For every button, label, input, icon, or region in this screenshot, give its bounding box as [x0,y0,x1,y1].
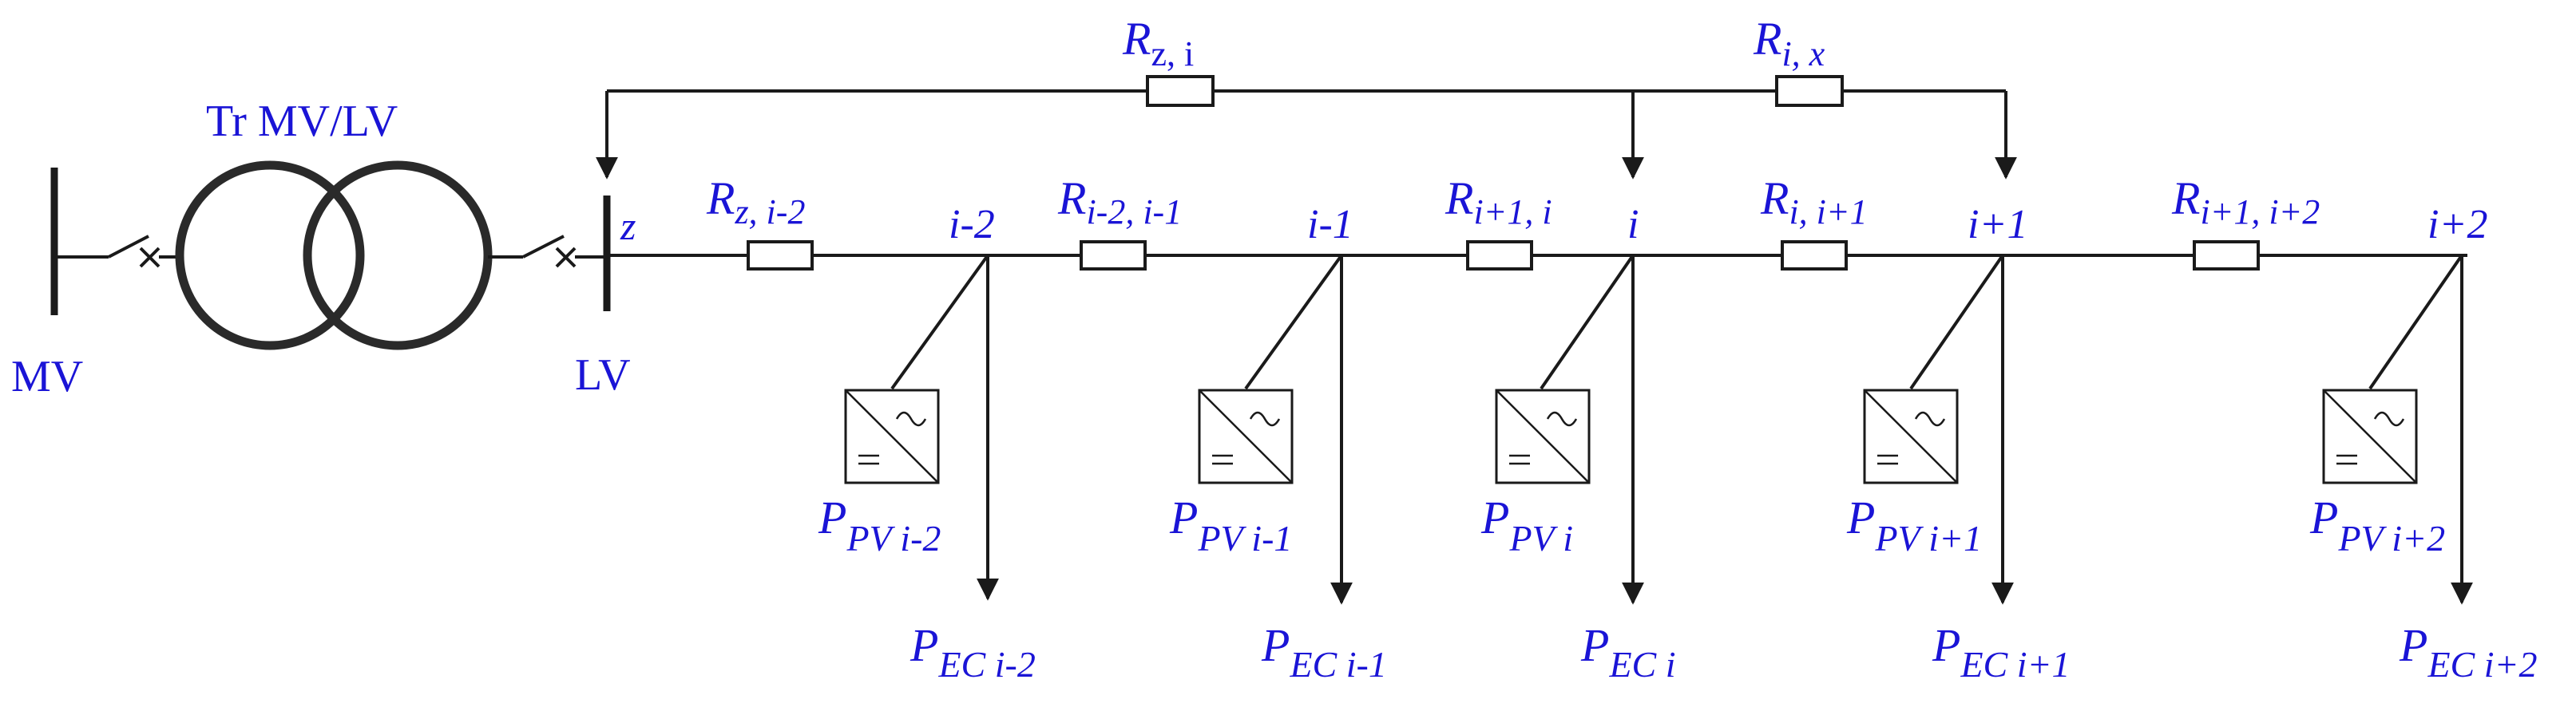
top-resistor-label: Ri, x [1753,13,1825,73]
resistor-label: Ri, i+1 [1760,172,1868,231]
resistor-z-i-icon [1146,75,1215,107]
ec-label: PEC i+2 [2399,619,2538,685]
node-i+2-branch [2322,254,2473,605]
resistor-i-x-icon [1775,75,1844,107]
resistor-label: Ri+1, i [1445,172,1552,231]
pv-label: PPV i+1 [1846,492,1982,559]
node-i-1-branch [1198,254,1353,605]
pv-inverter-icon [1863,389,1959,484]
node-label: i-2 [949,202,995,247]
ec-label: PEC i-1 [1261,619,1387,685]
resistor-icon [2193,240,2260,271]
node-i-branch [1495,254,1644,605]
ec-label: PEC i [1580,619,1676,685]
node-label: i [1627,202,1639,247]
ec-label: PEC i+1 [1932,619,2071,685]
pv-label: PPV i-2 [818,492,941,559]
pv-label: PPV i+2 [2309,492,2445,559]
node-i+1-branch [1863,254,2014,605]
node-label: i-1 [1307,202,1353,247]
resistor-icon [1781,240,1848,271]
pv-inverter-icon [2322,389,2418,484]
pv-inverter-icon [1495,389,1591,484]
transformer-icon [175,160,493,350]
lv-label: LV [575,350,631,400]
mv-circuit-breaker-icon [54,235,182,268]
node-label: i+1 [1968,202,2028,247]
resistor-label: Rz, i-2 [706,172,805,231]
node-label: i+2 [2427,202,2488,247]
top-monitoring-line [596,89,2017,180]
pv-label: PPV i-1 [1169,492,1292,559]
lv-circuit-breaker-icon [488,235,607,268]
transformer-label: Tr MV/LV [206,97,398,146]
resistor-label: Ri+1, i+2 [2171,172,2320,231]
bus-z-label: z [620,203,636,248]
node-i-2-branch [844,254,999,601]
resistor-icon [1466,240,1533,271]
pv-inverter-icon [844,389,940,484]
ec-label: PEC i-2 [910,619,1036,685]
pv-inverter-icon [1198,389,1294,484]
resistor-icon [1080,240,1147,271]
pv-label: PPV i [1480,492,1573,559]
resistor-icon [747,240,814,271]
top-resistor-label: Rz, i [1122,13,1194,73]
resistor-label: Ri-2, i-1 [1057,172,1182,231]
mv-label: MV [11,352,83,401]
